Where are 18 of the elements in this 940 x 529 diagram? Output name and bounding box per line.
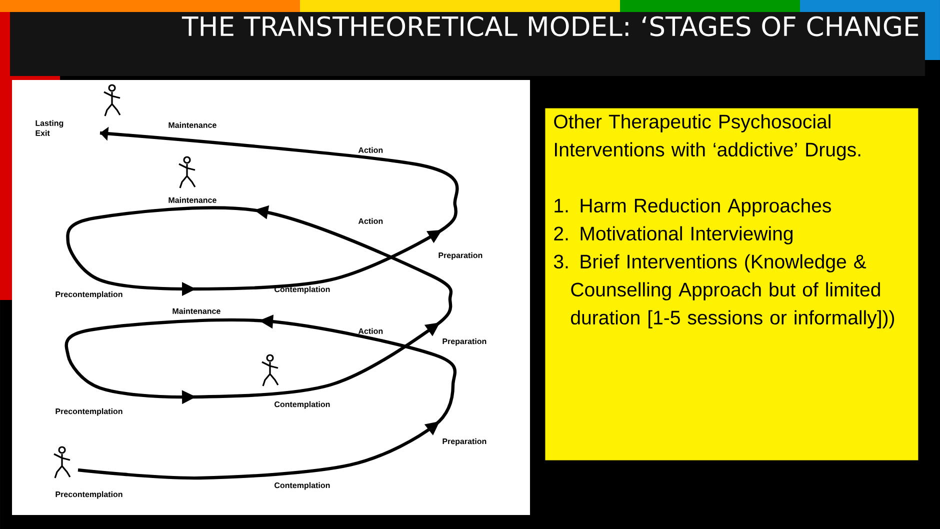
text-box: Other Therapeutic Psychosocial Interventions with ‘addictive’ Drugs. 1. Harm Reduction Approaches 2. Motivational Interviewing 3. Brief Interventions (Knowledge & Counselling Approach but of limited duration [1-5 sessions or informally])) [545,108,918,460]
stage-label: Action [358,328,383,334]
stage-label: Contemplation [274,482,330,490]
stage-label: Maintenance [168,197,216,203]
stage-label: Action [358,147,383,153]
stage-label: Maintenance [168,122,216,128]
stage-label: Preparation [438,252,482,260]
stage-label: Preparation [442,338,486,346]
stage-label: Action [358,218,383,224]
stage-label: Lasting Exit [36,120,64,136]
stage-label: Precontemplation [56,408,122,416]
stage-label: Contemplation [274,401,330,409]
stage-label: Contemplation [274,286,330,294]
stage-label: Precontemplation [56,291,122,299]
stage-label: Maintenance [172,308,220,314]
slide-title: THE TRANSTHEORETICAL MODEL: ‘STAGES OF CHANGE [182,16,918,36]
stage-label: Preparation [442,438,486,446]
stage-label: Precontemplation [56,491,122,499]
